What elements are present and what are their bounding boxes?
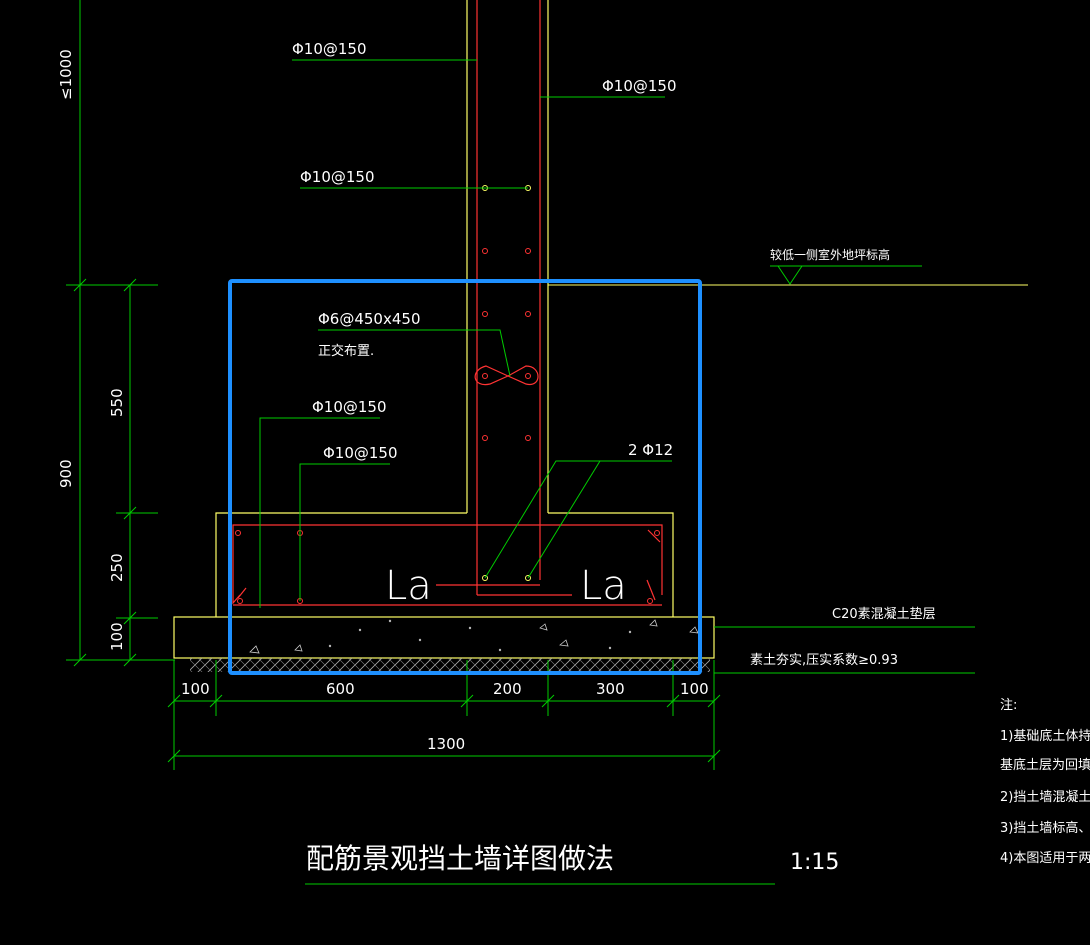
dim-seg-1: 100 [181,680,210,698]
horizontal-dimensions [167,660,721,770]
label-grade-elevation: 较低一侧室外地坪标高 [770,247,890,262]
dim-seg-2: 600 [326,680,355,698]
compacted-soil-hatch [190,658,710,672]
label-base-bar-2: Φ10@150 [323,444,398,462]
dim-stem-height: 550 [108,388,126,417]
selection-box[interactable] [228,279,702,675]
wall-outline [173,0,715,659]
drawing-scale: 1:15 [790,850,839,875]
label-compacted-soil: 素土夯实,压实系数≥0.93 [750,653,898,668]
leader-lines [259,59,1028,885]
dim-seg-3: 200 [493,680,522,698]
rebar-dots [235,248,660,604]
anchor-length-right: La [580,563,627,609]
notes-heading: 注: [1000,698,1017,713]
note-4: 4)本图适用于两侧 [1000,851,1090,866]
dim-cushion-height: 100 [108,622,126,651]
note-2: 2)挡土墙混凝土标号 [1000,789,1090,805]
dim-total-height: 900 [57,459,75,488]
cushion-aggregate [249,619,699,654]
drawing-title: 配筋景观挡土墙详图做法 [306,842,614,875]
label-stem-bar-1: Φ10@150 [292,40,367,58]
dim-top-limit: ≤1000 [57,49,75,100]
dim-seg-5: 100 [680,680,709,698]
vertical-dimensions [66,0,175,667]
label-stem-bar-3: Φ10@150 [300,168,375,186]
note-3: 3)挡土墙标高、外装 [1000,820,1090,836]
rebar-cage [232,0,663,606]
anchor-length-left: La [385,563,432,609]
label-stem-bar-2: Φ10@150 [602,77,677,95]
label-tie-bar: Φ6@450x450 [318,310,421,328]
dim-base-height: 250 [108,553,126,582]
label-cushion: C20素混凝土垫层 [832,606,936,622]
note-1: 1)基础底土体持力层 [1000,728,1090,744]
dim-total-width: 1300 [427,735,465,753]
note-1b: 基底土层为回填土时 [1000,757,1090,773]
label-base-bar-1: Φ10@150 [312,398,387,416]
dim-seg-4: 300 [596,680,625,698]
label-corner-bars: 2 Φ12 [628,441,673,459]
label-tie-layout: 正交布置. [318,343,374,359]
